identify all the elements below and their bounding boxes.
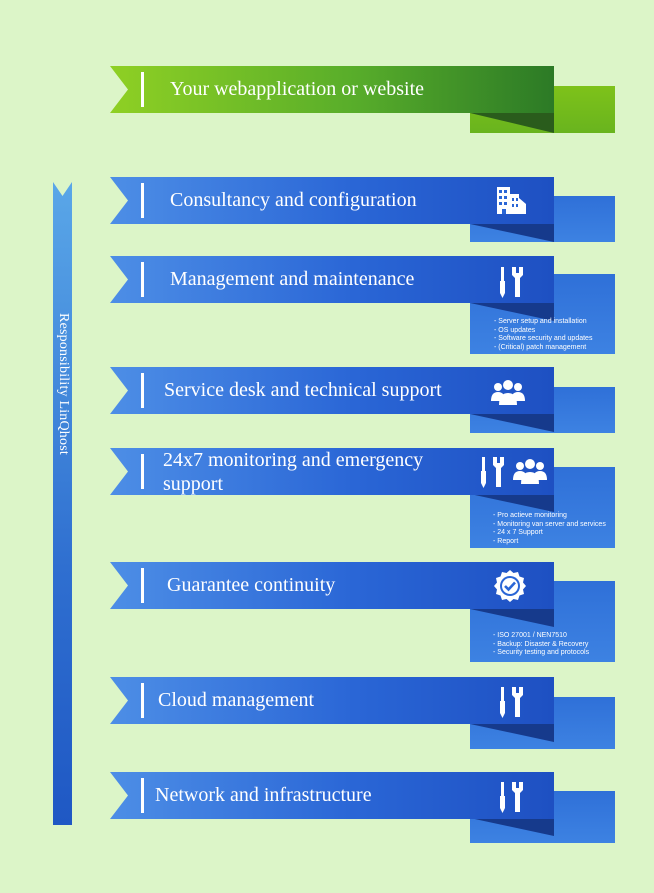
- banner-label: Your webapplication or website: [170, 78, 425, 100]
- people-icon: [490, 377, 526, 409]
- tools-icon: [497, 780, 527, 814]
- banner-management: Management and maintenance: [110, 256, 554, 303]
- banner-monitoring: 24x7 monitoring and emergency support: [110, 448, 554, 495]
- banner-separator: [141, 778, 144, 813]
- bullet-item: Pro actieve monitoring: [493, 512, 615, 521]
- badge-check-icon: [493, 569, 527, 603]
- banner-fold: [470, 609, 554, 627]
- banner-separator: [141, 72, 144, 107]
- banner-fold: [470, 494, 554, 512]
- bullet-item: Monitoring van server and services: [493, 521, 615, 530]
- banner-consultancy: Consultancy and configuration: [110, 177, 554, 224]
- banner-label: 24x7 monitoring and emergency support: [163, 448, 424, 495]
- banner-separator: [141, 262, 144, 297]
- banner-cloud: Cloud management: [110, 677, 554, 724]
- banner-fold: [470, 113, 554, 133]
- bullet-list: Server setup and installation OS updates…: [494, 318, 614, 352]
- buildings-icon: [495, 184, 527, 216]
- banner-fold: [470, 724, 554, 742]
- bullet-item: Server setup and installation: [494, 318, 614, 327]
- bullet-item: (Critical) patch management: [494, 344, 614, 353]
- banner-continuity: Guarantee continuity: [110, 562, 554, 609]
- tools-icon: [497, 265, 527, 299]
- bullet-item: Software security and updates: [494, 335, 614, 344]
- bullet-item: ISO 27001 / NEN7510: [493, 632, 615, 641]
- banner-fold: [470, 818, 554, 836]
- tools-icon: [497, 685, 527, 719]
- people-icon: [512, 456, 548, 488]
- banner-separator: [141, 183, 144, 218]
- banner-separator: [141, 568, 144, 603]
- bullet-list: ISO 27001 / NEN7510 Backup: Disaster & R…: [493, 632, 615, 658]
- banner-separator: [141, 373, 144, 408]
- responsibility-bar: [53, 182, 72, 825]
- banner-label: Guarantee continuity: [167, 574, 336, 596]
- banner-separator: [141, 454, 144, 489]
- bullet-item: Backup: Disaster & Recovery: [493, 641, 615, 650]
- responsibility-label-wrap: Responsibility LinQhost: [53, 182, 72, 825]
- banner-label: Cloud management: [158, 689, 315, 711]
- bullet-item: 24 x 7 Support: [493, 529, 615, 538]
- banner-webapplication: Your webapplication or website: [110, 66, 554, 113]
- banner-label: Service desk and technical support: [164, 379, 442, 401]
- bullet-item: Security testing and protocols: [493, 649, 615, 658]
- banner-label: Consultancy and configuration: [170, 189, 417, 211]
- responsibility-label: Responsibility LinQhost: [55, 312, 71, 455]
- banner-label: Network and infrastructure: [155, 784, 372, 806]
- tools-icon: [478, 455, 508, 489]
- bullet-item: OS updates: [494, 327, 614, 336]
- bullet-item: Report: [493, 538, 615, 547]
- banner-fold: [470, 224, 554, 242]
- banner-service-desk: Service desk and technical support: [110, 367, 554, 414]
- banner-fold: [470, 303, 554, 321]
- banner-label: Management and maintenance: [170, 268, 415, 290]
- banner-network: Network and infrastructure: [110, 772, 554, 819]
- banner-separator: [141, 683, 144, 718]
- banner-fold: [470, 414, 554, 432]
- bullet-list: Pro actieve monitoring Monitoring van se…: [493, 512, 615, 546]
